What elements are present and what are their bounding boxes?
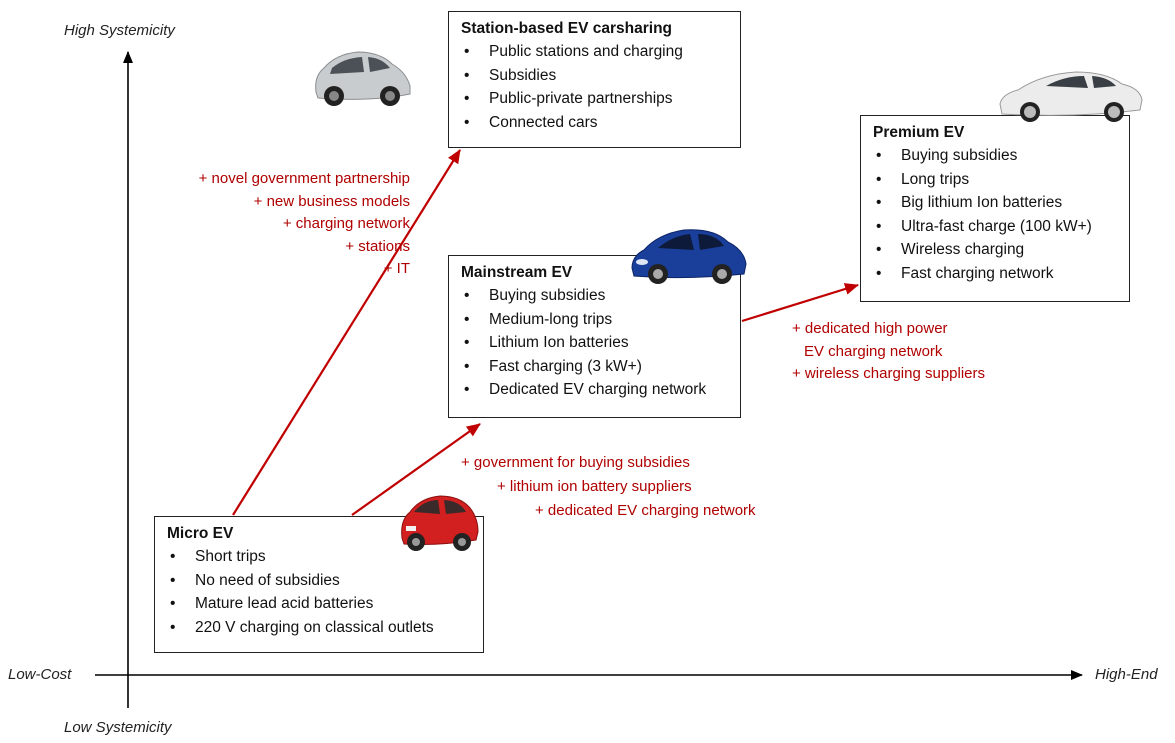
red-micro-car-image <box>401 495 479 551</box>
transition-note: EV charging network <box>804 342 943 360</box>
list-item: Fast charging network <box>873 262 1119 286</box>
premium-ev-box: Premium EV Buying subsidies Long trips B… <box>860 115 1130 302</box>
list-item: Subsidies <box>461 64 730 88</box>
transition-note: + stations <box>345 237 410 255</box>
list-item: Buying subsidies <box>873 144 1119 168</box>
list-item: Connected cars <box>461 111 730 135</box>
transition-note: + lithium ion battery suppliers <box>497 478 692 495</box>
list-item: Buying subsidies <box>461 284 730 308</box>
mainstream-transition-notes: + government for buying subsidies + lith… <box>461 451 756 523</box>
transition-note: + wireless charging suppliers <box>792 365 986 382</box>
transition-note: + dedicated EV charging network <box>535 502 756 519</box>
list-item: Fast charging (3 kW+) <box>461 355 730 379</box>
station-transition-notes: + novel government partnership + new bus… <box>178 168 410 281</box>
transition-note: + IT <box>383 260 410 277</box>
list-item: Ultra-fast charge (100 kW+) <box>873 215 1119 239</box>
station-carsharing-title: Station-based EV carsharing <box>461 20 673 37</box>
arrow-mainstream-to-premium <box>741 283 859 323</box>
micro-ev-title: Micro EV <box>167 525 234 542</box>
silver-carsharing-car-image <box>315 51 411 106</box>
list-item: Medium-long trips <box>461 308 730 332</box>
premium-transition-notes: + dedicated high power EV charging netwo… <box>792 318 985 386</box>
station-carsharing-list: Public stations and charging Subsidies P… <box>461 40 730 134</box>
y-axis-bottom-label: Low Systemicity <box>64 719 172 736</box>
list-item: Long trips <box>873 168 1119 192</box>
list-item: Mature lead acid batteries <box>167 592 473 616</box>
premium-ev-title: Premium EV <box>873 124 965 141</box>
list-item: Short trips <box>167 545 473 569</box>
list-item: Lithium Ion batteries <box>461 331 730 355</box>
mainstream-ev-list: Buying subsidies Medium-long trips Lithi… <box>461 284 730 402</box>
list-item: Public-private partnerships <box>461 87 730 111</box>
transition-note: + charging network <box>282 215 410 232</box>
y-axis-top-label: High Systemicity <box>64 22 175 39</box>
arrow-micro-to-mainstream <box>351 423 481 516</box>
x-axis-right-label: High-End <box>1095 666 1158 683</box>
mainstream-ev-title: Mainstream EV <box>461 264 573 281</box>
station-carsharing-box: Station-based EV carsharing Public stati… <box>448 11 741 148</box>
list-item: Wireless charging <box>873 238 1119 262</box>
transition-note: + new business models <box>253 192 410 210</box>
list-item: Dedicated EV charging network <box>461 378 730 402</box>
premium-ev-list: Buying subsidies Long trips Big lithium … <box>873 144 1119 285</box>
micro-ev-list: Short trips No need of subsidies Mature … <box>167 545 473 639</box>
list-item: No need of subsidies <box>167 569 473 593</box>
list-item: Public stations and charging <box>461 40 730 64</box>
transition-note: + novel government partnership <box>198 170 410 187</box>
list-item: 220 V charging on classical outlets <box>167 616 473 640</box>
mainstream-ev-box: Mainstream EV Buying subsidies Medium-lo… <box>448 255 741 418</box>
arrow-micro-to-station <box>232 149 461 516</box>
x-axis-left-label: Low-Cost <box>8 666 72 683</box>
blue-hatchback-image <box>631 229 747 284</box>
transition-note: + government for buying subsidies <box>461 454 690 471</box>
list-item: Big lithium Ion batteries <box>873 191 1119 215</box>
white-sedan-image <box>999 71 1143 122</box>
transition-note: + dedicated high power <box>792 320 948 337</box>
